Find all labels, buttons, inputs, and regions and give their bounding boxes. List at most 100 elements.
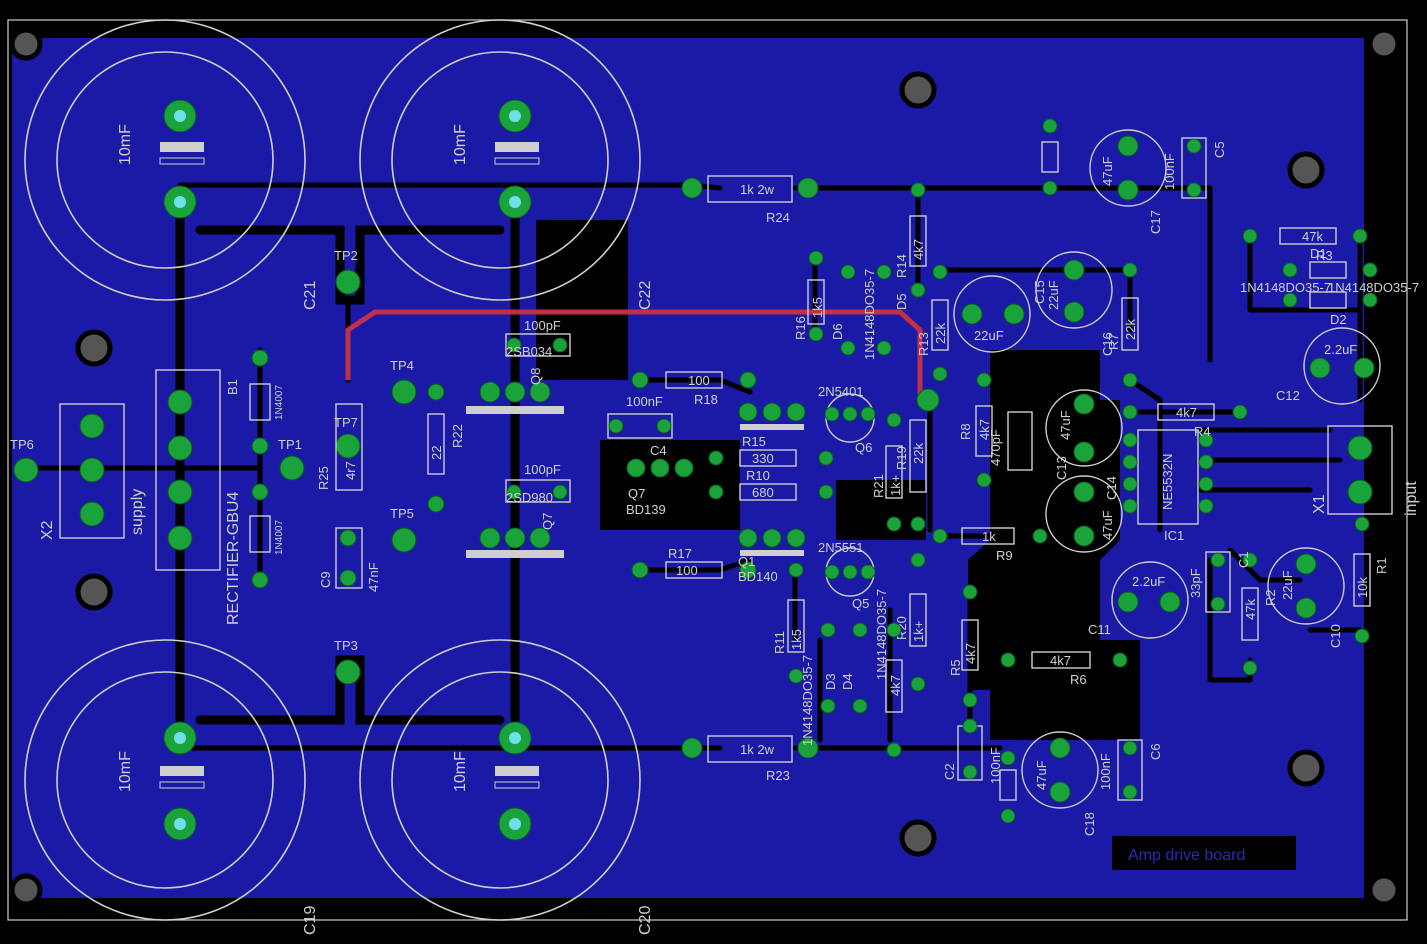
transistor-q9: 100pF 2SD980 Q7 [466, 462, 571, 558]
c16-ref: C16 [1100, 332, 1115, 356]
r8-ref: R8 [958, 423, 973, 440]
r11-ref: R11 [772, 631, 787, 654]
r21-ref: R21 [871, 474, 886, 498]
big-cap-c21: 10mF C21 [24, 19, 319, 310]
r8-value: 4k7 [977, 419, 992, 440]
ic1-part: NE5532N [1160, 454, 1175, 510]
d6-value: 1N4148DO35-7 [862, 269, 877, 360]
c18-value: 47uF [1034, 760, 1049, 790]
resistor-r10: 680 R10 [708, 468, 834, 501]
cap-c17: 47uF C17 [1089, 129, 1167, 234]
r23-value: 1k 2w [740, 742, 775, 757]
diode-d6: 1N4148DO35-7 D6 [830, 264, 877, 360]
r25-ref: R25 [316, 466, 331, 490]
q7-part: BD139 [626, 502, 666, 517]
c9-ref: C9 [318, 571, 333, 588]
q1-part: BD140 [738, 569, 778, 584]
d3-ref: D3 [823, 673, 838, 690]
d6-ref: D6 [830, 323, 845, 340]
r5-value: 4k7 [963, 643, 978, 664]
r14-value: 4k7 [911, 239, 926, 260]
resistor-r14: 4k7 R14 [894, 182, 927, 298]
r13-ref: R13 [916, 332, 931, 356]
d2-ref: D2 [1330, 312, 1347, 327]
big-cap-c20: 10mF C20 [359, 639, 654, 935]
d4-value: 1N4148DO35-7 [874, 589, 889, 680]
r17-value: 100 [676, 563, 698, 578]
r5-ref: R5 [948, 659, 963, 676]
pf100a: 100pF [524, 318, 561, 333]
transistor-q5: 2N5551 Q5 [818, 540, 876, 611]
ground-regions [536, 220, 1140, 740]
c5-value: 100nF [1162, 153, 1177, 190]
r16-value: 1k5 [810, 297, 825, 318]
d2-value: 1N4148DO35-7 [1328, 280, 1419, 295]
diode-d4: D4 1N4148DO35-7 [840, 589, 889, 714]
r6-value: 4k7 [1050, 653, 1071, 668]
board-title-text: Amp drive board [1128, 847, 1245, 864]
r13-value: 22k [933, 323, 948, 344]
d4-ref: D4 [840, 673, 855, 690]
r25-value: 4r7 [343, 461, 358, 480]
cap-c2: C2 100nF [942, 718, 1003, 784]
c20-value: 10mF [452, 751, 469, 792]
c17-value: 47uF [1100, 156, 1115, 186]
r3-value: 47k [1302, 229, 1323, 244]
c6-value: 100nF [1098, 753, 1113, 790]
r10-value: 680 [752, 485, 774, 500]
d7-value: 1N4007 [274, 520, 285, 555]
cap-c16: 22uF C16 [953, 275, 1115, 356]
supply-label: supply [129, 489, 146, 535]
resistor-r24: 1k 2w R24 [681, 175, 819, 225]
c22-value: 10mF [452, 124, 469, 165]
r15-ref: R15 [742, 434, 766, 449]
c10-ref: C10 [1328, 624, 1343, 648]
resistor-r1: 10k R1 [1353, 516, 1389, 644]
cap-c15: 22uF C15 [1032, 251, 1113, 329]
r17-ref: R17 [668, 546, 692, 561]
resistor-r20: 1k+ R20 [894, 552, 927, 692]
c1-ref: C1 [1236, 551, 1251, 568]
q6-ref: Q6 [855, 440, 872, 455]
r22-ref: R22 [450, 424, 465, 448]
r23-ref: R23 [766, 768, 790, 783]
resistor-r2: 47k R2 [1241, 552, 1278, 676]
r4-ref: R4 [1194, 424, 1211, 439]
q9-ref: Q7 [540, 513, 555, 530]
resistor-r13: 22k R13 [916, 264, 949, 382]
r16-ref: R16 [793, 316, 808, 340]
c2-ref: C2 [942, 763, 957, 780]
diode-d5: D5 [876, 264, 909, 356]
resistor-r6: 4k7 R6 [1000, 651, 1128, 687]
tp6-label: TP6 [10, 437, 34, 452]
c1-value: 33pF [1188, 568, 1203, 598]
tp7-label: TP7 [334, 415, 358, 430]
ic1-ref: IC1 [1164, 528, 1184, 543]
q5-ref: Q5 [852, 596, 869, 611]
resistor-r25: 4r7 R25 [316, 403, 363, 491]
rectifier-label: RECTIFIER-GBU4 [225, 492, 242, 625]
tp3-label: TP3 [334, 638, 358, 653]
q6-part: 2N5401 [818, 384, 864, 399]
r24-value: 1k 2w [740, 182, 775, 197]
r1-ref: R1 [1374, 557, 1389, 574]
r15-value: 330 [752, 451, 774, 466]
r14-ref: R14 [894, 254, 909, 278]
r9-value: 1k [982, 529, 996, 544]
r4-value: 4k7 [1176, 405, 1197, 420]
c14-ref: C14 [1104, 476, 1119, 500]
r11-value: 1k5 [789, 629, 804, 650]
resistor-r9: 1k R9 [932, 527, 1048, 563]
resistor-r23: 1k 2w R23 [681, 735, 819, 783]
connector-x2: X2 supply [39, 403, 146, 540]
resistor-r3: 47k R3 [1242, 227, 1368, 263]
c18-ref: C18 [1082, 812, 1097, 836]
r1-value: 10k [1355, 577, 1370, 598]
cap-c14: 47uF C14 [1045, 475, 1123, 553]
r10-ref: R10 [746, 468, 770, 483]
c7-value: 470pF [988, 429, 1003, 466]
c12-value: 2.2uF [1324, 342, 1357, 357]
c16-value: 22uF [974, 328, 1004, 343]
tp1-label: TP1 [278, 437, 302, 452]
transistor-q6: 2N5401 Q6 [818, 384, 876, 455]
